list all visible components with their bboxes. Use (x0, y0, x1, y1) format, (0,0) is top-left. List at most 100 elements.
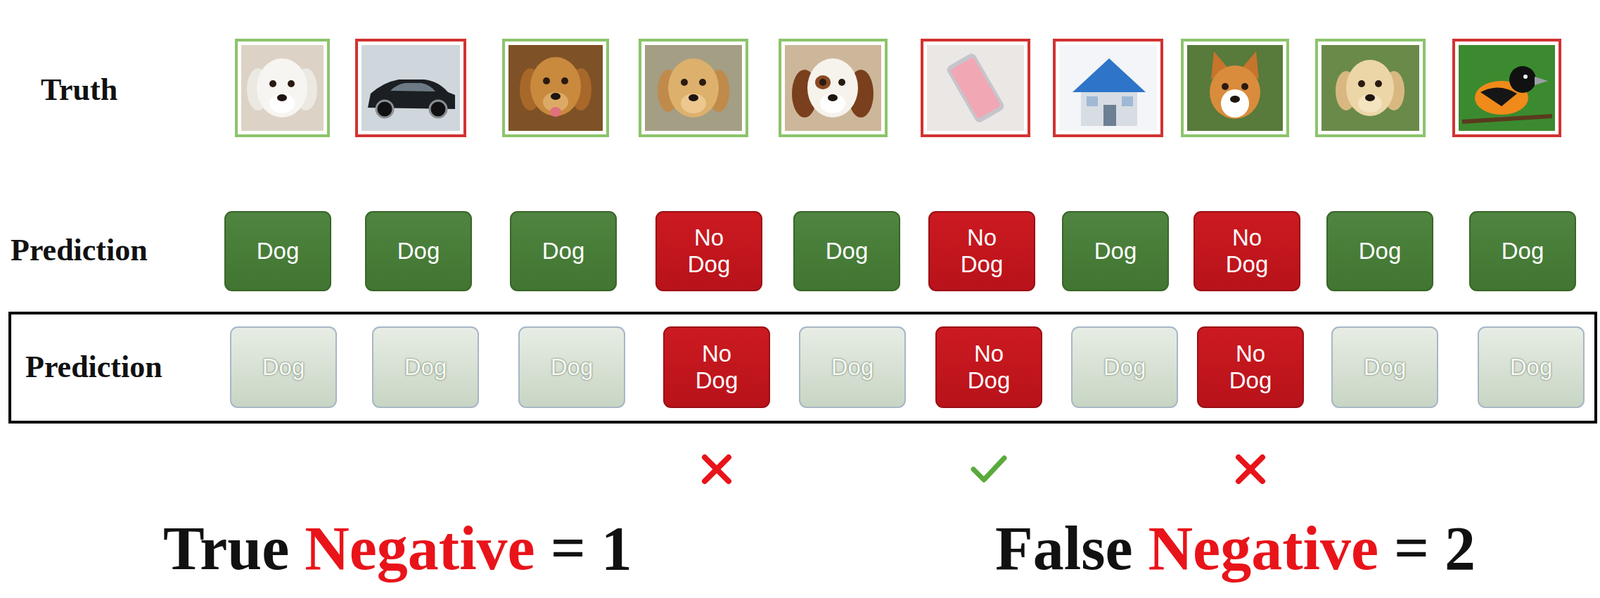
label-line: TrueNegative= 1 (163, 512, 633, 584)
prediction-text: Dog (542, 237, 586, 265)
prediction-box: No Dog (655, 210, 763, 292)
prediction-text: Dog (831, 353, 875, 381)
dog-photo-part (1182, 40, 1288, 136)
dog-photo-part (561, 77, 569, 85)
text-label: Negative (304, 512, 535, 584)
bird-photo (1453, 40, 1560, 136)
prediction-box: Dog (1326, 210, 1434, 292)
prediction-text: No Dog (1214, 224, 1280, 278)
dog-photo-part (1209, 51, 1261, 119)
bird-photo-part (1458, 45, 1555, 131)
dog-photo-part (640, 40, 747, 136)
dog-photo-part (549, 106, 562, 117)
prediction-box: No Dog (1193, 210, 1301, 292)
house-photo-part (1072, 58, 1146, 93)
text-label: True (163, 512, 290, 584)
wrong-mark-part (1238, 457, 1263, 482)
phone-photo-part (945, 52, 1006, 125)
house-photo-part (1103, 104, 1117, 126)
label-line: Prediction (10, 232, 148, 269)
car-photo-part (356, 40, 465, 136)
correct-mark-part (973, 457, 1005, 480)
prediction-text: Dog (1103, 353, 1147, 381)
dog-photo-part (256, 58, 308, 118)
dog-photo-part (688, 94, 699, 102)
prediction-box: Dog (365, 210, 472, 292)
dog-photo-part (819, 78, 827, 86)
wrong-mark-part (704, 457, 729, 482)
house-photo-part (1086, 96, 1098, 107)
dog-photo (779, 40, 887, 136)
prediction-text: Dog (404, 353, 448, 381)
dog-photo-part (508, 45, 603, 131)
prediction-text: Dog (256, 237, 300, 265)
prediction-text: No Dog (684, 340, 750, 394)
correct-mark (973, 457, 1005, 480)
prediction-box: Dog (372, 326, 479, 408)
dog-photo-part (287, 80, 295, 88)
house-photo (1054, 40, 1162, 136)
dog-photo-part (827, 94, 838, 102)
prediction-box: Dog (1477, 326, 1585, 408)
dog-photo-part (657, 58, 730, 118)
prediction-box: Dog (518, 326, 626, 408)
dog-photo-part (680, 78, 688, 86)
dog-photo-part (269, 93, 295, 114)
dog-photo-part (699, 78, 707, 86)
house-photo-part (1059, 45, 1157, 131)
dog-photo-part (542, 77, 550, 85)
text-label: Truth (40, 72, 118, 109)
dog-photo-part (1346, 59, 1394, 117)
prediction-band: PredictionDogDogDogNo DogDogNo DogDogNo … (8, 311, 1598, 424)
text-label: Prediction (10, 232, 148, 269)
dog-photo-part (1187, 45, 1283, 131)
car-photo-part (376, 100, 394, 118)
text-label: Negative (1148, 512, 1379, 584)
dog-photo-part (236, 40, 329, 136)
phone-photo (922, 40, 1029, 136)
text-label: = 2 (1393, 512, 1476, 584)
car-photo-part (361, 45, 460, 131)
dog-photo (640, 40, 747, 136)
car-photo (356, 40, 465, 136)
dog-photo-part (1220, 89, 1250, 118)
prediction-text: Dog (262, 353, 306, 381)
house-photo-part (1054, 40, 1162, 136)
dog-photo-part (530, 56, 581, 117)
prediction-text: No Dog (949, 224, 1015, 278)
dog-photo-part (1358, 80, 1366, 88)
car-photo-part (429, 100, 447, 118)
dog-photo-part (779, 40, 887, 136)
dog-photo-part (1374, 80, 1382, 88)
prediction-box: Dog (1061, 210, 1169, 292)
phone-photo-part (945, 52, 1006, 125)
dog-photo-part (791, 58, 874, 118)
text-label: = 1 (550, 512, 633, 584)
dog-photo-part (820, 93, 846, 114)
prediction-box: Dog (1469, 210, 1577, 292)
label-line: Truth (40, 72, 118, 109)
prediction-text: No Dog (676, 224, 742, 278)
house-photo-part (1080, 87, 1138, 126)
wrong-mark-part (704, 457, 729, 482)
bird-photo-part (1480, 87, 1518, 107)
prediction-text: Dog (1358, 237, 1402, 265)
dog-photo-part (241, 45, 324, 131)
bird-photo-part (1509, 66, 1536, 93)
dog-photo-part (246, 58, 318, 118)
dog-photo-part (519, 56, 592, 117)
prediction-box: No Dog (1197, 326, 1304, 408)
dog-photo-part (1365, 94, 1375, 102)
prediction-text: Dog (1363, 353, 1407, 381)
dog-photo-part (1230, 95, 1240, 103)
dog-photo-part (277, 94, 287, 102)
bird-photo-part (1534, 76, 1548, 86)
bird-photo-part (1453, 40, 1560, 136)
prediction-box: No Dog (928, 210, 1036, 292)
prediction-text: Dog (550, 353, 594, 381)
dog-photo-part (550, 92, 561, 100)
prediction-box: Dog (224, 210, 332, 292)
